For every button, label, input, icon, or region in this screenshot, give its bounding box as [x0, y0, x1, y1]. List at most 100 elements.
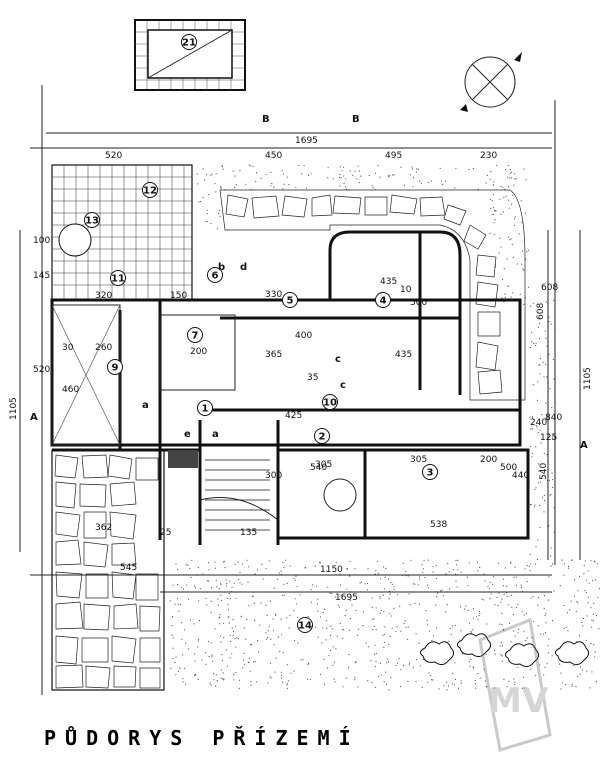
stipple-dot [573, 595, 576, 598]
stipple-dot [206, 174, 208, 176]
stipple-dot [427, 681, 429, 683]
stipple-dot [410, 559, 412, 561]
stipple-dot [323, 658, 325, 660]
stipple-dot [452, 683, 454, 685]
stipple-dot [513, 630, 515, 632]
room-marker [110, 270, 126, 286]
stipple-dot [227, 616, 229, 618]
stipple-dot [457, 559, 459, 562]
stipple-dot [592, 620, 595, 622]
stipple-dot [416, 659, 418, 661]
stipple-dot [535, 342, 537, 344]
stipple-dot [340, 177, 342, 179]
stipple-dot [508, 680, 510, 682]
stipple-dot [493, 213, 495, 215]
stipple-dot [388, 174, 391, 176]
stipple-dot [512, 613, 514, 616]
stipple-dot [268, 560, 270, 562]
stipple-dot [544, 614, 546, 616]
stipple-dot [385, 671, 387, 673]
terrace-grid [51, 164, 193, 301]
stipple-dot [339, 185, 341, 187]
stipple-dot [305, 187, 308, 189]
stipple-dot [427, 181, 429, 183]
stipple-dot [514, 173, 516, 175]
stipple-dot [371, 185, 373, 187]
stipple-dot [232, 635, 234, 637]
room-marker [375, 292, 391, 308]
stipple-dot [396, 662, 399, 664]
stipple-dot [529, 305, 532, 307]
stipple-dot [182, 681, 184, 683]
stipple-dot [400, 166, 402, 168]
stipple-dot [477, 188, 479, 190]
stipple-dot [524, 687, 526, 689]
stipple-dot [207, 580, 209, 582]
stipple-dot [585, 591, 588, 594]
room-marker [181, 34, 197, 50]
room-number: 13 [85, 216, 99, 227]
stipple-dot [273, 186, 275, 188]
stipple-dot [420, 182, 422, 184]
stipple-dot [197, 183, 199, 185]
dim-bottom-inner: 1150 [320, 565, 343, 575]
stipple-dot [499, 645, 501, 647]
stipple-dot [342, 686, 344, 688]
stipple-dot [282, 188, 284, 190]
stipple-dot [383, 681, 385, 683]
stipple-dot [481, 598, 483, 600]
dimension-label: 538 [430, 520, 447, 530]
stipple-dot [504, 567, 506, 569]
stipple-dot [474, 679, 476, 682]
stipple-dot [414, 583, 416, 585]
watermark-logo: MV [478, 617, 552, 752]
stipple-dot [215, 685, 217, 687]
stipple-dot [354, 568, 356, 570]
dimension-label: 305 [410, 455, 427, 465]
stipple-dot [357, 686, 359, 688]
stipple-dot [435, 565, 437, 567]
stipple-dot [172, 647, 174, 649]
stipple-dot [530, 504, 532, 506]
dim-right-lower: 540 [539, 463, 549, 480]
stipple-dot [404, 185, 406, 187]
stipple-dot [550, 323, 552, 325]
stipple-dot [335, 596, 337, 598]
stipple-dot [582, 625, 584, 627]
stipple-dot [332, 646, 334, 648]
stipple-dot [339, 166, 341, 168]
stipple-dot [484, 680, 487, 682]
stipple-dot [566, 626, 568, 628]
stipple-dot [177, 670, 180, 672]
stipple-dot [484, 580, 486, 582]
stipple-dot [312, 584, 314, 586]
dimension-texts: 1695 520 450 495 230 1150 1695 1105 1105… [9, 136, 593, 603]
stipple-dot [530, 446, 532, 448]
stipple-dot [237, 638, 239, 640]
stipple-dot [171, 616, 174, 618]
stipple-dot [343, 166, 345, 168]
stipple-dot [349, 618, 352, 620]
stipple-dot [384, 576, 386, 579]
stipple-dot [299, 594, 301, 596]
stipple-dot [308, 174, 310, 176]
stipple-dot [507, 595, 509, 597]
stipple-dot [346, 588, 348, 590]
dimension-label: 330 [265, 290, 282, 300]
stipple-dot [349, 560, 351, 563]
stipple-dot [210, 611, 212, 614]
stipple-dot [545, 612, 547, 614]
stipple-dot [563, 604, 565, 607]
stipple-dot [470, 658, 472, 661]
stipple-dot [219, 215, 221, 218]
stipple-dot [242, 563, 244, 565]
stipple-dot [428, 672, 430, 674]
stipple-dot [408, 593, 410, 595]
stipple-dot [197, 640, 199, 642]
stipple-dot [216, 228, 219, 230]
stipple-dot [185, 564, 187, 566]
room-marker [282, 292, 298, 308]
stipple-dot [526, 251, 528, 253]
stipple-dot [202, 168, 204, 170]
stipple-dot [226, 665, 228, 667]
